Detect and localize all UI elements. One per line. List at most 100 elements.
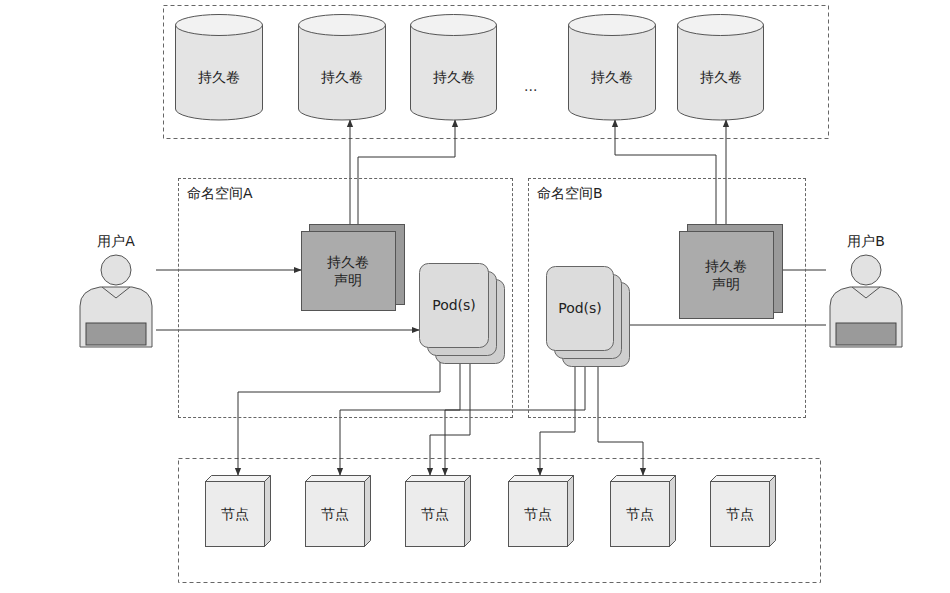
volume-cylinder-outline [298,14,386,120]
user-name: 用户A [97,232,135,250]
box-top [306,476,371,482]
box-side [365,476,371,547]
claim-box-outline [679,231,774,319]
user-head [851,255,881,285]
node-label: 节点 [626,505,654,523]
cylinder-body [299,25,386,120]
claim-face [302,232,396,311]
box-top [611,476,676,482]
volume-cylinder: 持久卷 [175,14,263,120]
box-top [206,476,271,482]
pod-card [420,264,489,348]
namespace-region: 命名空间A 持久卷 声明 Pod(s) [178,178,513,418]
namespace-heading: 命名空间A [187,184,253,202]
node-label: 持久卷 声明 [323,253,373,289]
node-label: 持久卷 [433,68,475,86]
node-label: 节点 [321,505,349,523]
connector-arrow [358,120,455,231]
node-box: 节点 [405,475,471,547]
cylinder-top [411,15,497,36]
connector-arrow [540,351,575,475]
cylinder-body [176,25,263,120]
node-label: 持久卷 [591,68,633,86]
ellipsis-label: ... [524,78,537,94]
box-face [509,482,568,547]
connector-arrow [445,351,585,475]
connector-arrow [614,325,826,326]
connector-arrow [430,348,470,475]
node-label: 持久卷 [198,68,240,86]
volume-region [164,6,829,139]
box-side [568,476,574,547]
connector-arrow [598,351,643,475]
box-side [265,476,271,547]
node-box: 节点 [710,475,776,547]
node-label: Pod(s) [558,299,602,317]
box-face [611,482,670,547]
volume-cylinder: 持久卷 [677,14,764,120]
pod-stack: Pod(s) [419,263,489,348]
claim-face [680,232,774,319]
connector-arrow [350,120,351,231]
box-side [670,476,676,547]
user-laptop [836,323,896,345]
cylinder-top [176,15,263,36]
box-face [206,482,265,547]
node-box: 节点 [205,475,271,547]
node-box: 节点 [610,475,676,547]
cylinder-top [569,15,656,36]
pod-card [547,267,614,351]
namespace-region: 命名空间B Pod(s) 持久卷 声明 [528,178,806,418]
node-label: Pod(s) [432,296,476,314]
user-name: 用户B [847,232,885,250]
volume-cylinder-outline [175,14,263,120]
volume-cylinder-outline [568,14,656,120]
node-label: 节点 [524,505,552,523]
node-label: 持久卷 [700,68,742,86]
connector-arrow [238,348,440,475]
user-collar [102,287,130,298]
volume-cylinder: 持久卷 [568,14,656,120]
box-top [711,476,776,482]
namespace-heading: 命名空间B [537,184,603,202]
user-laptop [86,323,146,345]
node-label: 持久卷 [321,68,363,86]
user-body [80,287,152,347]
user-head [101,255,131,285]
cluster-region [179,459,821,583]
pod-stack: Pod(s) [546,266,614,351]
cylinder-body [678,25,764,120]
box-top [406,476,471,482]
cylinder-top [299,15,386,36]
box-top [509,476,574,482]
volume-cylinder-outline [677,14,764,120]
cylinder-body [411,25,497,120]
connector-arrow [340,348,460,475]
volume-cylinder: 持久卷 [298,14,386,120]
node-label: 节点 [421,505,449,523]
box-side [770,476,776,547]
connector-arrow [156,330,419,331]
connector-arrow [615,120,716,231]
volume-cylinder-outline [410,14,497,120]
box-face [406,482,465,547]
box-face [306,482,365,547]
volume-cylinder: 持久卷 [410,14,497,120]
box-side [465,476,471,547]
node-label: 节点 [726,505,754,523]
user-figure: 用户A [76,232,156,347]
user-body [830,287,902,347]
node-box: 节点 [508,475,574,547]
user-collar [852,287,880,298]
box-face [711,482,770,547]
claim-box: 持久卷 声明 [301,231,396,311]
node-label: 节点 [221,505,249,523]
claim-box: 持久卷 声明 [679,231,774,319]
user-figure: 用户B [826,232,906,347]
cylinder-body [569,25,656,120]
cylinder-top [678,15,764,36]
node-box: 节点 [305,475,371,547]
node-label: 持久卷 声明 [701,257,751,293]
